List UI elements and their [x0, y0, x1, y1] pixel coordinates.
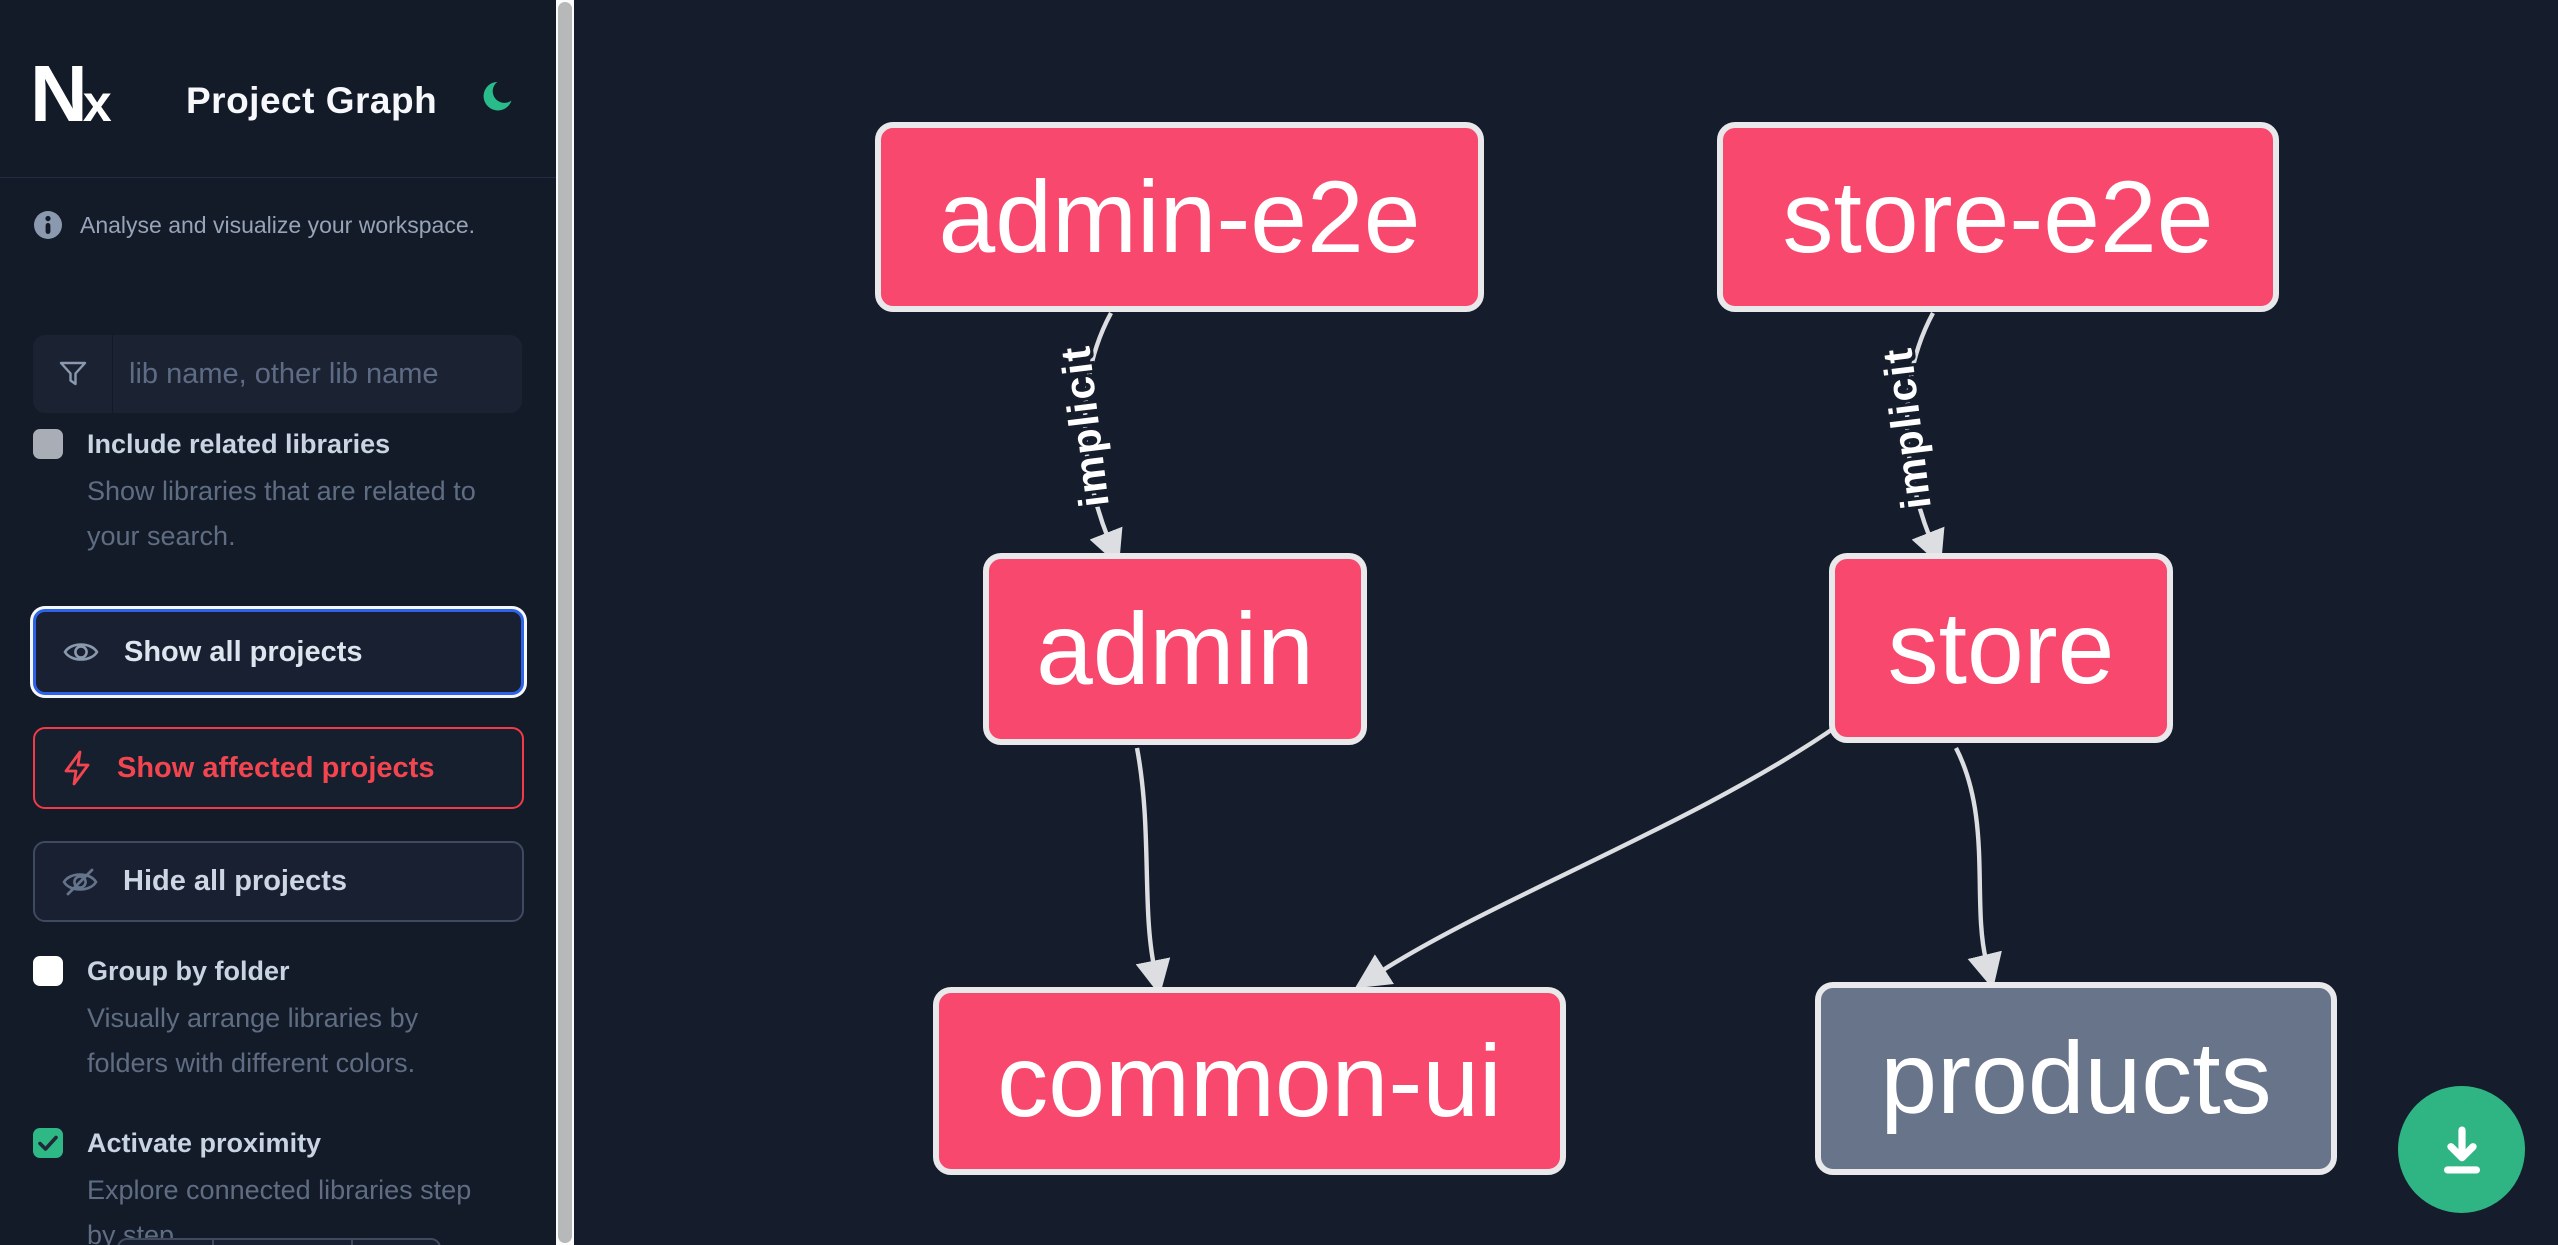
download-icon — [2443, 1125, 2480, 1174]
sidebar: Nx Project Graph Analyse and visualize y… — [0, 0, 557, 1245]
edge-admin-common-ui — [1134, 747, 1171, 996]
stepper-divider — [351, 1240, 353, 1245]
app-title: Project Graph — [186, 80, 438, 121]
graph-node-common-ui[interactable]: common-ui — [933, 987, 1566, 1175]
checkbox-description: Explore connected libraries step by step… — [87, 1175, 472, 1245]
edge-store-products — [1954, 746, 2002, 990]
info-icon — [34, 211, 62, 239]
stepper-divider — [212, 1240, 214, 1245]
sidebar-scrollbar — [556, 0, 574, 1245]
bolt-icon — [64, 750, 90, 786]
checkbox-row-activate-proximity: Activate proximity Explore connected lib… — [33, 1126, 487, 1245]
edge-admin-e2e-admin — [1082, 311, 1123, 566]
nx-logo-text-x: x — [82, 75, 112, 133]
eye-off-icon — [62, 868, 98, 895]
checkbox-label: Include related libraries — [87, 429, 391, 459]
button-label: Show affected projects — [117, 751, 435, 784]
search-filter — [33, 335, 522, 413]
show-all-projects-button[interactable]: Show all projects — [33, 609, 524, 695]
sidebar-header: Nx Project Graph — [0, 0, 557, 178]
nx-logo: Nx — [30, 48, 112, 140]
tagline-text: Analyse and visualize your workspace. — [80, 211, 476, 238]
graph-node-admin[interactable]: admin — [983, 553, 1367, 745]
hide-all-projects-button[interactable]: Hide all projects — [33, 841, 524, 922]
graph-node-store[interactable]: store — [1829, 553, 2173, 743]
checkbox-description: Visually arrange libraries by folders wi… — [87, 1003, 419, 1078]
checkbox-row-group-by-folder: Group by folder Visually arrange librari… — [33, 954, 487, 1086]
button-label: Hide all projects — [123, 865, 348, 897]
checkbox-label: Activate proximity — [87, 1128, 322, 1158]
activate-proximity-checkbox[interactable] — [33, 1128, 63, 1158]
nx-logo-text: N — [30, 49, 88, 138]
button-label: Show all projects — [124, 635, 363, 668]
checkbox-description: Show libraries that are related to your … — [87, 476, 476, 551]
dark-mode-toggle-moon-icon[interactable] — [474, 78, 516, 120]
eye-icon — [63, 643, 99, 661]
download-graph-button[interactable] — [2398, 1086, 2525, 1213]
filter-funnel-icon — [33, 335, 113, 413]
search-input[interactable] — [113, 335, 522, 413]
checkbox-label: Group by folder — [87, 956, 290, 986]
proximity-stepper[interactable] — [117, 1238, 441, 1245]
tagline-row: Analyse and visualize your workspace. — [33, 210, 475, 240]
graph-node-admin-e2e[interactable]: admin-e2e — [875, 122, 1484, 312]
checkbox-row-include-related: Include related libraries Show libraries… — [33, 427, 487, 559]
edge-store-common-ui — [1354, 722, 1842, 989]
group-by-folder-checkbox[interactable] — [33, 956, 63, 986]
checkmark-icon — [38, 1135, 58, 1151]
graph-node-store-e2e[interactable]: store-e2e — [1717, 122, 2279, 312]
edge-store-e2e-store — [1904, 311, 1945, 566]
graph-node-products[interactable]: products — [1815, 982, 2337, 1175]
show-affected-projects-button[interactable]: Show affected projects — [33, 727, 524, 809]
include-related-checkbox[interactable] — [33, 429, 63, 459]
scrollbar-thumb[interactable] — [558, 2, 572, 1243]
